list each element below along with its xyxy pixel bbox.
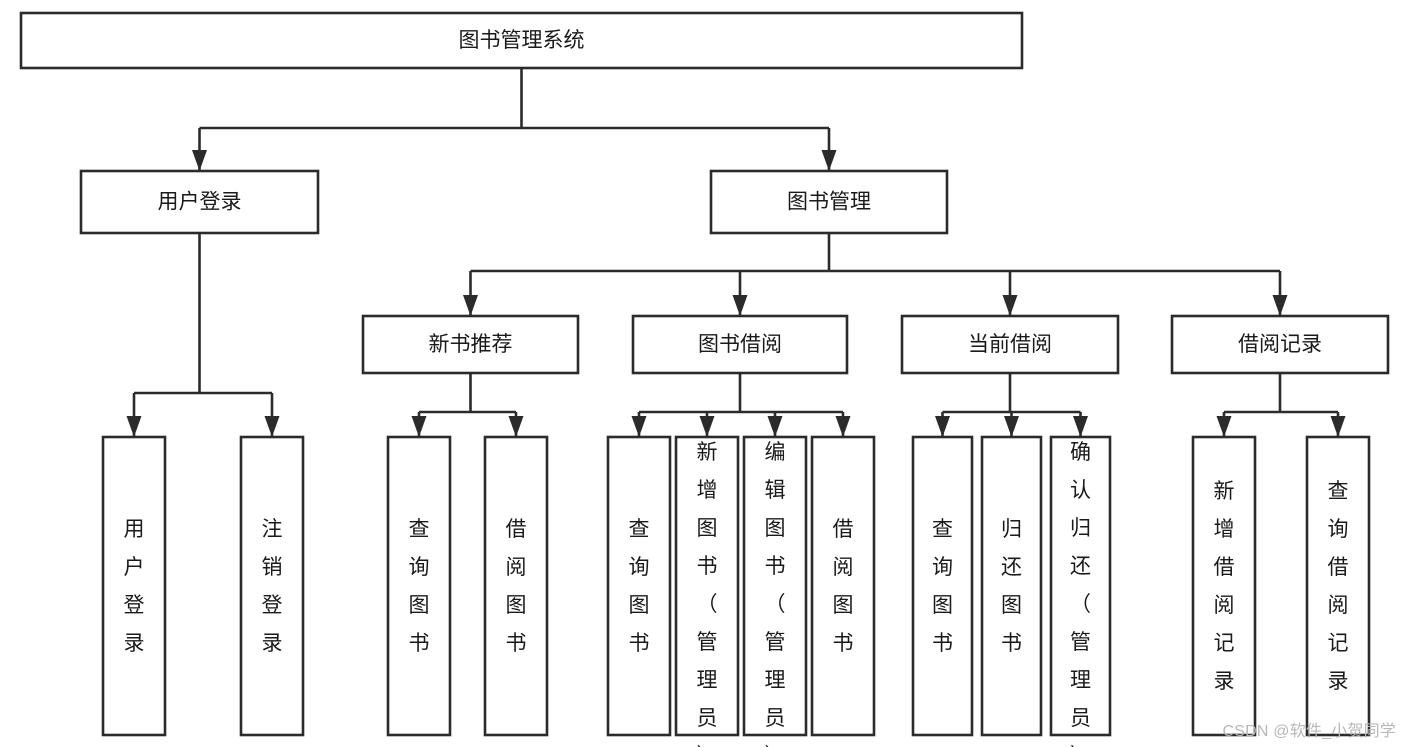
- leaf-node-6-box[interactable]: [742, 435, 808, 737]
- leaf-node-10-label: 确认归还（管理员）: [1070, 441, 1091, 747]
- l3-2-arrow-1: [1004, 416, 1019, 437]
- leaf-node-2-label: 查询图书: [409, 518, 430, 655]
- leaf-node-3-box[interactable]: [483, 435, 549, 737]
- l3-1-arrow-1: [699, 416, 715, 437]
- level3-node-1[interactable]: 图书借阅: [631, 314, 849, 375]
- leaf-node-3[interactable]: 借阅图书: [483, 435, 549, 737]
- level2-node-0[interactable]: 用户登录: [79, 169, 320, 235]
- l3-2-arrow-0: [935, 416, 950, 437]
- level3-node-1-box[interactable]: [631, 314, 849, 375]
- leaf-node-7-label: 借阅图书: [833, 518, 854, 655]
- leaf-node-11[interactable]: 新增借阅记录: [1191, 435, 1257, 737]
- l3-0-arrow-1: [508, 416, 524, 437]
- level3-node-0-label: 新书推荐: [429, 333, 513, 356]
- leaf-node-0-label: 用户登录: [124, 518, 145, 655]
- leaf-node-7[interactable]: 借阅图书: [810, 435, 876, 737]
- leaf-node-3-label: 借阅图书: [506, 518, 527, 655]
- level3-node-3[interactable]: 借阅记录: [1170, 314, 1390, 375]
- leaf-node-9-box[interactable]: [980, 435, 1043, 737]
- l3-2-arrow-2: [1073, 416, 1088, 437]
- leaf-node-6-label: 编辑图书（管理员）: [765, 441, 786, 747]
- leaf-node-11-box[interactable]: [1191, 435, 1257, 737]
- l3-0-arrow-0: [411, 416, 427, 437]
- book-mgmt-arrow-3: [1272, 295, 1288, 316]
- level2-node-0-label: 用户登录: [158, 191, 242, 214]
- level2-node-1-label: 图书管理: [787, 191, 871, 214]
- level3-node-2[interactable]: 当前借阅: [900, 314, 1120, 375]
- leaf-node-10[interactable]: 确认归还（管理员）: [1049, 435, 1112, 747]
- diagram-nodes-layer: 图书管理系统用户登录图书管理新书推荐图书借阅当前借阅借阅记录用户登录注销登录查询…: [19, 11, 1390, 747]
- leaf-node-12[interactable]: 查询借阅记录: [1305, 435, 1371, 737]
- level3-node-3-label: 借阅记录: [1238, 333, 1322, 356]
- user-login-arrow-1: [264, 416, 280, 437]
- root-arrow-1: [821, 150, 837, 171]
- leaf-node-4[interactable]: 查询图书: [606, 435, 672, 737]
- l3-1-arrow-2: [767, 416, 783, 437]
- leaf-node-12-box[interactable]: [1305, 435, 1371, 737]
- leaf-node-9-label: 归还图书: [1001, 518, 1022, 655]
- root-node-book-management-system-box[interactable]: [19, 11, 1024, 70]
- leaf-node-0-box[interactable]: [101, 435, 167, 737]
- level2-node-1[interactable]: 图书管理: [709, 169, 949, 235]
- leaf-node-9[interactable]: 归还图书: [980, 435, 1043, 737]
- level3-node-0[interactable]: 新书推荐: [361, 314, 580, 375]
- leaf-node-10-box[interactable]: [1049, 435, 1112, 737]
- user-login-arrow-0: [126, 416, 142, 437]
- leaf-node-5-label: 新增图书（管理员）: [697, 441, 718, 747]
- leaf-node-1-box[interactable]: [239, 435, 305, 737]
- leaf-node-12-label: 查询借阅记录: [1328, 480, 1349, 693]
- level2-node-0-box[interactable]: [79, 169, 320, 235]
- connector-edges-layer: [126, 68, 1346, 437]
- book-mgmt-arrow-1: [732, 295, 748, 316]
- leaf-node-2-box[interactable]: [386, 435, 452, 737]
- root-arrow-0: [192, 150, 207, 171]
- l3-1-arrow-3: [835, 416, 851, 437]
- leaf-node-4-box[interactable]: [606, 435, 672, 737]
- root-node-book-management-system[interactable]: 图书管理系统: [19, 11, 1024, 70]
- book-mgmt-arrow-0: [463, 295, 478, 316]
- watermark-label: CSDN @软件_小贺同学: [1222, 723, 1396, 740]
- leaf-node-7-box[interactable]: [810, 435, 876, 737]
- leaf-node-1[interactable]: 注销登录: [239, 435, 305, 737]
- book-mgmt-arrow-2: [1002, 295, 1018, 316]
- leaf-node-0[interactable]: 用户登录: [101, 435, 167, 737]
- level3-node-2-label: 当前借阅: [968, 333, 1052, 356]
- leaf-node-8-box[interactable]: [911, 435, 974, 737]
- leaf-node-4-label: 查询图书: [629, 518, 650, 655]
- l3-1-arrow-0: [631, 416, 647, 437]
- leaf-node-11-label: 新增借阅记录: [1214, 480, 1235, 693]
- root-node-book-management-system-label: 图书管理系统: [459, 29, 585, 52]
- level3-node-3-box[interactable]: [1170, 314, 1390, 375]
- leaf-node-2[interactable]: 查询图书: [386, 435, 452, 737]
- level3-node-2-box[interactable]: [900, 314, 1120, 375]
- l3-3-arrow-1: [1330, 416, 1346, 437]
- leaf-node-5[interactable]: 新增图书（管理员）: [674, 435, 740, 747]
- level2-node-1-box[interactable]: [709, 169, 949, 235]
- l3-3-arrow-0: [1216, 416, 1232, 437]
- leaf-node-1-label: 注销登录: [262, 518, 283, 655]
- leaf-node-8-label: 查询图书: [932, 518, 953, 655]
- level3-node-1-label: 图书借阅: [698, 333, 782, 356]
- leaf-node-5-box[interactable]: [674, 435, 740, 737]
- leaf-node-6[interactable]: 编辑图书（管理员）: [742, 435, 808, 747]
- leaf-node-8[interactable]: 查询图书: [911, 435, 974, 737]
- level3-node-0-box[interactable]: [361, 314, 580, 375]
